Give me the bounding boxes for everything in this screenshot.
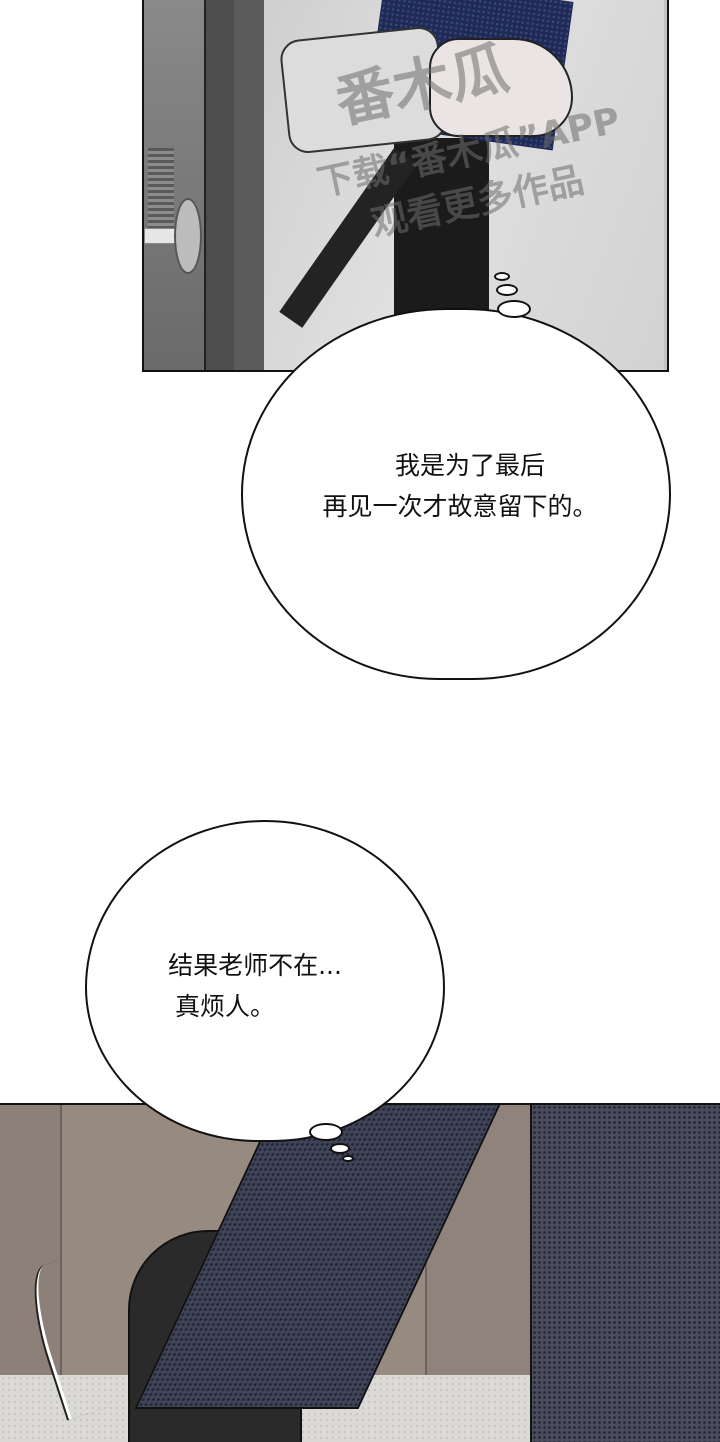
- thought-tail-dot-small: [494, 272, 510, 281]
- door-edge: [234, 0, 264, 370]
- thought-tail-dot-large: [497, 300, 531, 318]
- bubble-2-line-2: 真烦人。: [174, 992, 275, 1021]
- thought-bubble-2: [85, 820, 445, 1142]
- thought-bubble-1: [241, 308, 671, 680]
- bubble-1-line-1: 我是为了最后: [394, 451, 545, 480]
- bubble-1-line-2: 再见一次才故意留下的。: [322, 492, 598, 521]
- comic-panel-2: [0, 1103, 720, 1442]
- hand: [429, 38, 573, 137]
- trouser-leg-back: [530, 1105, 720, 1442]
- door-knob-rosette: [174, 198, 202, 274]
- thought-bubble-2-text: 结果老师不在... 真烦人。: [90, 945, 440, 1027]
- thought-bubble-1-text: 我是为了最后 再见一次才故意留下的。: [250, 445, 670, 527]
- bubble-2-line-1: 结果老师不在...: [168, 951, 342, 980]
- thought-tail-dot-medium: [496, 284, 518, 296]
- thought-tail-dot-large: [309, 1123, 343, 1141]
- thought-tail-dot-medium: [330, 1143, 350, 1154]
- thought-tail-dot-small: [342, 1155, 354, 1162]
- door-vent: [148, 148, 174, 228]
- wall-seam: [60, 1105, 62, 1375]
